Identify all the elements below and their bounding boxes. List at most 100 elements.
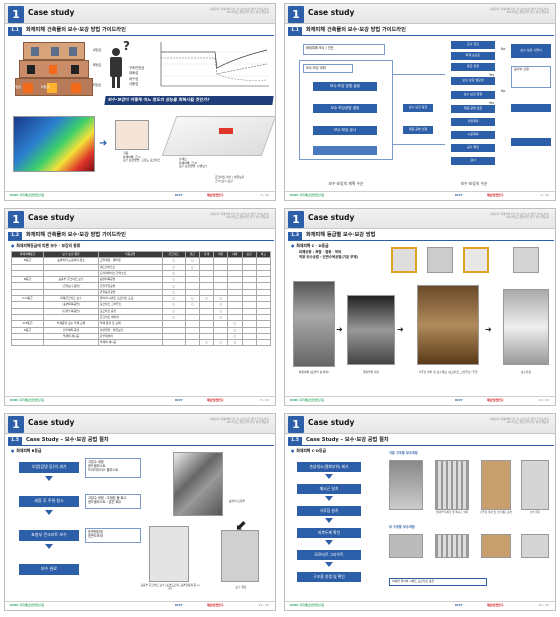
photo-caption-2: 열화부위 제거 bbox=[362, 370, 380, 374]
slide-6[interactable]: 1 Case study 건축물의 화재피해 진단 및 보수보강 방안 가이드라… bbox=[284, 413, 556, 611]
table-cell bbox=[255, 339, 272, 347]
grade-label-c: C등급 bbox=[13, 85, 22, 89]
repaired-surface-image bbox=[149, 526, 189, 582]
table-cell: B등급 bbox=[10, 276, 45, 284]
chapter-badge: 1 bbox=[8, 416, 24, 433]
slide-2[interactable]: 1 Case study 건축물의 화재피해 진단 및 보수보강 방안 가이드라… bbox=[284, 3, 556, 201]
section-subtitle: 화재피해 B등급 bbox=[11, 448, 41, 453]
arrow-down-icon bbox=[45, 544, 53, 549]
table-cell bbox=[10, 307, 45, 315]
step-2: 세정 후 주위 청소 bbox=[19, 496, 79, 507]
section-number: 1.3 bbox=[288, 232, 302, 240]
arrow-icon: ➜ bbox=[397, 325, 404, 334]
case-study-title: Case study bbox=[28, 418, 75, 427]
arrow-icon: ➜ bbox=[485, 325, 492, 334]
section-heading: 1.5 Case Study – 보수·보강 공법 절차 bbox=[288, 437, 389, 445]
grade-label-a: A등급 bbox=[93, 48, 102, 52]
side-note-1: 보수·보강 등급 bbox=[403, 104, 433, 112]
step-3: 표층부 콘크리트 보수 bbox=[19, 530, 79, 541]
chapter-badge: 1 bbox=[288, 6, 304, 23]
table-row: 샌드블라스트○○ bbox=[10, 263, 272, 271]
table-row: 부재의 재시공○○○ bbox=[10, 339, 272, 347]
side-note-5 bbox=[511, 104, 551, 112]
table-cell bbox=[10, 313, 45, 322]
section-heading: 1.1 화재피해 건축물의 보수·보강 방법 가이드라인 bbox=[288, 27, 406, 35]
table-cell: 신부재의 증설 bbox=[43, 326, 99, 334]
table-cell bbox=[255, 295, 272, 303]
slide-header: 1 Case study 건축물의 화재피해 진단 및 보수보강 방안 가이드라… bbox=[5, 4, 275, 24]
flow-right-column: 조사 진단 화재 손상도 등급 판정 보수·보강 필요성 보수·보강 판정 재료… bbox=[447, 41, 499, 181]
case-study-title: Case study bbox=[308, 418, 355, 427]
arrow-down-icon bbox=[325, 518, 333, 523]
table-row: 콘크리트 재타설○○ bbox=[10, 313, 272, 322]
table-cell bbox=[241, 339, 257, 347]
case-study-title: Case study bbox=[308, 8, 355, 17]
slide-4[interactable]: 1 Case study 건축물의 화재피해 진단 및 보수보강 방안 가이드라… bbox=[284, 208, 556, 406]
slab-damage-marker bbox=[219, 128, 233, 134]
table-cell bbox=[10, 332, 45, 341]
flow-left-step-5: 보수·보강 공사 bbox=[313, 126, 377, 135]
connector-line bbox=[393, 74, 445, 75]
table-cell bbox=[10, 282, 45, 290]
step-3: 거푸집 설치 bbox=[297, 506, 361, 516]
column-caption-2: 거푸집 설치 및 보수재료 충전 bbox=[480, 511, 512, 514]
divider bbox=[288, 240, 554, 241]
photo-caption-4: 보수완료 bbox=[520, 370, 532, 374]
chapter-badge: 1 bbox=[288, 211, 304, 228]
section-heading: 1.3 화재피해 등급별 보수·보강 방법 bbox=[288, 232, 375, 240]
fire-simulation-image bbox=[13, 116, 95, 172]
table-cell bbox=[10, 288, 45, 297]
column-step-image-3 bbox=[481, 460, 511, 510]
table-cell bbox=[255, 276, 272, 284]
table-cell bbox=[10, 339, 45, 347]
chapter-badge: 1 bbox=[288, 416, 304, 433]
table-cell: (단면수복공법) bbox=[43, 307, 99, 315]
column-diagram-2 bbox=[427, 247, 453, 273]
grade-label-e: E등급 bbox=[93, 83, 101, 87]
flow-left-step-6 bbox=[313, 146, 377, 155]
table-cell: 표면처리·도장처리·청소 bbox=[43, 257, 99, 265]
table-cell bbox=[255, 313, 272, 322]
table-cell: E등급 bbox=[10, 326, 45, 334]
side-note-3: 보수·보강 시방서 bbox=[511, 44, 551, 58]
table-cell bbox=[255, 320, 272, 328]
flag-no-1: No bbox=[501, 47, 506, 51]
photo-caption-1: 화재피해 (표면부 층 박리) bbox=[298, 370, 330, 374]
section-title: Case Study – 보수·보강 공법 절차 bbox=[305, 437, 389, 444]
divider bbox=[8, 240, 274, 241]
section-heading: 1.1 화재피해 건축물의 보수·보강 방법 가이드라인 bbox=[8, 27, 126, 35]
arrow-down-icon bbox=[325, 562, 333, 567]
slide-3[interactable]: 1 Case study 건축물의 화재피해 진단 및 보수보강 방안 가이드라… bbox=[4, 208, 276, 406]
section-title: 화재피해 등급별 보수·보강 방법 bbox=[305, 232, 376, 239]
table-cell bbox=[255, 263, 272, 271]
flow-left-group bbox=[299, 60, 393, 160]
table-cell: 피복콘크리트 보수 bbox=[43, 295, 99, 303]
arrow-icon: ➜ bbox=[336, 325, 343, 334]
step-4: 피복두께 확인 bbox=[297, 528, 361, 538]
table-row: 균열충전공법○ bbox=[10, 288, 272, 297]
slide-5[interactable]: 1 Case study 건축물의 화재피해 진단 및 보수보강 방안 가이드라… bbox=[4, 413, 276, 611]
slide-1[interactable]: 1 Case study 건축물의 화재피해 진단 및 보수보강 방안 가이드라… bbox=[4, 3, 276, 201]
method-note: 이축법 폴리머 시멘트 모르타르 충전 bbox=[389, 578, 487, 586]
section-number: 1.5 bbox=[8, 437, 22, 445]
table-row: (표면피복공법)모르타르 그라우트○○○ bbox=[10, 301, 272, 309]
table-cell bbox=[255, 269, 272, 278]
stained-surface-image bbox=[173, 452, 223, 516]
flag-yes-1: Yes bbox=[489, 73, 495, 77]
column-diagram-4 bbox=[513, 247, 539, 273]
table-row: (단면수복공법)모르타르 충전○○ bbox=[10, 307, 272, 315]
arrow-down-icon bbox=[45, 476, 53, 481]
